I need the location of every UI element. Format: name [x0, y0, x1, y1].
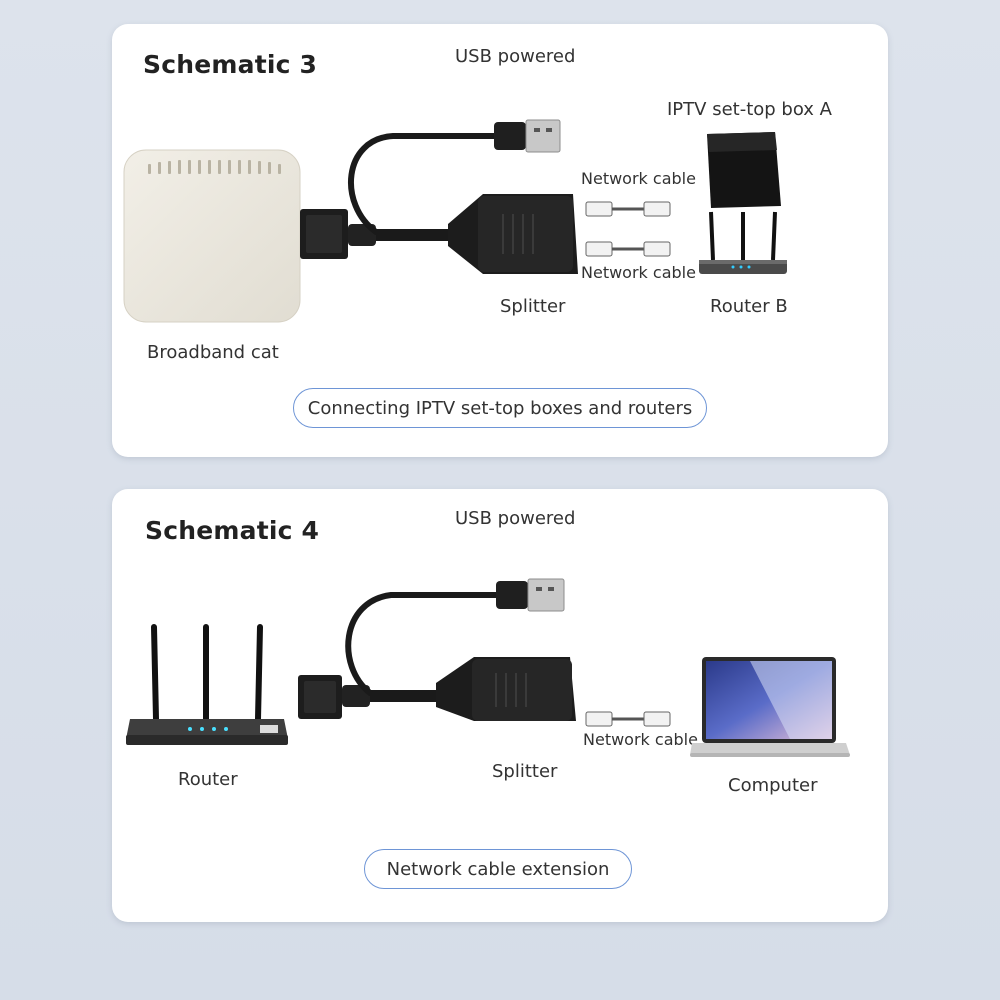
schematic-3-title: Schematic 3 [143, 50, 318, 79]
caption-pill: Network cable extension [364, 849, 632, 889]
schematic-3-card: Schematic 3 USB powered IPTV set-top box… [112, 24, 888, 457]
splitter-icon [300, 119, 578, 274]
router-label: Router [178, 769, 238, 790]
computer-label: Computer [728, 775, 818, 796]
network-cable-top-label: Network cable [581, 169, 696, 188]
modem-icon [123, 149, 301, 323]
schematic-4-card: Schematic 4 USB powered Network cable Sp… [112, 489, 888, 922]
router-b-icon [699, 211, 787, 274]
broadband-cat-label: Broadband cat [147, 342, 279, 363]
usb-powered-label: USB powered [455, 46, 576, 67]
network-cable-bottom-label: Network cable [581, 263, 696, 282]
splitter-label: Splitter [492, 761, 558, 782]
usb-powered-label: USB powered [455, 508, 576, 529]
splitter-icon [298, 578, 576, 721]
caption-pill: Connecting IPTV set-top boxes and router… [293, 388, 707, 428]
network-cable-label: Network cable [583, 730, 698, 749]
router-icon [126, 624, 288, 745]
network-cable-icon [585, 711, 671, 727]
set-top-box-icon [707, 132, 781, 208]
network-cable-icon-bottom [585, 241, 671, 257]
schematic-4-title: Schematic 4 [145, 516, 320, 545]
iptv-box-label: IPTV set-top box A [667, 99, 832, 120]
laptop-icon [690, 657, 850, 757]
network-cable-icon-top [585, 201, 671, 217]
router-b-label: Router B [710, 296, 788, 317]
splitter-label: Splitter [500, 296, 566, 317]
